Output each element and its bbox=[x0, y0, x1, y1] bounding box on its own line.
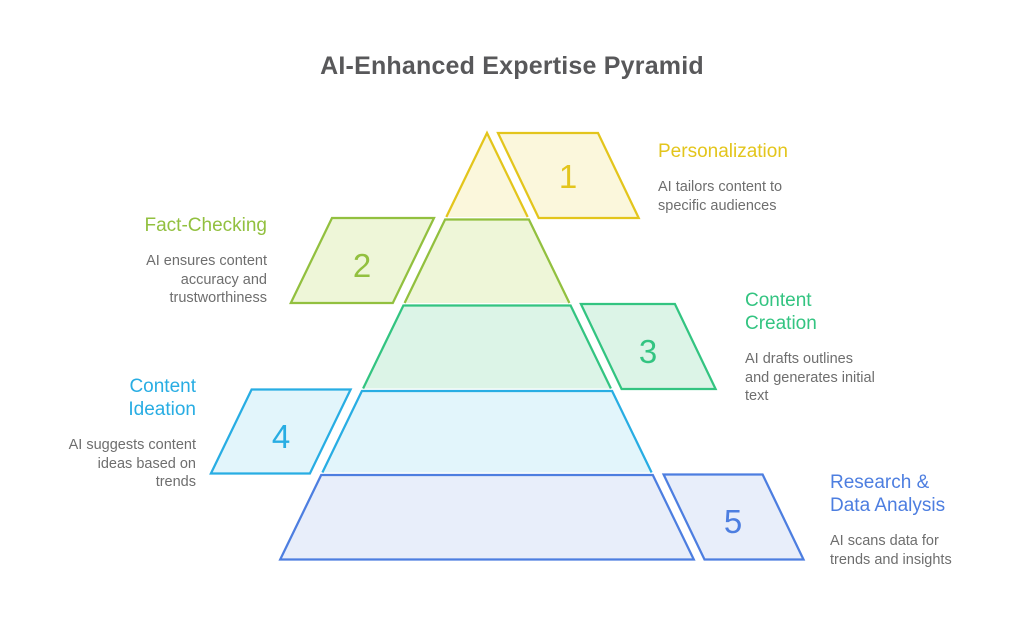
level-2-label-title: Fact-Checking bbox=[144, 215, 268, 236]
level-5-layer-shape bbox=[278, 473, 696, 561]
level-5-tab-number: 5 bbox=[724, 503, 742, 540]
level-4-layer-outline bbox=[321, 389, 653, 473]
level-1-label-description: AI tailors content to specific audiences bbox=[658, 179, 783, 214]
pyramid-level-1: 1 bbox=[445, 130, 641, 220]
pyramid-level-2: 2 bbox=[289, 216, 571, 305]
level-1-label: Personalization AI tailors content to sp… bbox=[658, 140, 828, 215]
level-3-layer-shape bbox=[363, 305, 611, 389]
level-1-label-title: Personalization bbox=[658, 141, 788, 162]
level-1-tab-number: 1 bbox=[559, 158, 577, 195]
level-2-tab-number: 2 bbox=[353, 247, 371, 284]
level-5-label-description: AI scans data for trends and insights bbox=[830, 533, 952, 568]
level-3-layer-outline bbox=[362, 304, 612, 389]
level-2-tab bbox=[289, 216, 436, 305]
level-3-label-description: AI drafts outlines and generates initial… bbox=[745, 351, 875, 404]
pyramid-level-5: 5 bbox=[278, 473, 806, 561]
level-4-label-title: Content Ideation bbox=[128, 376, 196, 420]
level-5-label-title: Research & Data Analysis bbox=[830, 472, 946, 516]
level-4-layer-shape bbox=[322, 391, 652, 473]
level-2-label-description: AI ensures content accuracy and trustwor… bbox=[146, 253, 267, 306]
level-3-tab bbox=[579, 302, 718, 391]
page-title: AI-Enhanced Expertise Pyramid bbox=[320, 52, 704, 80]
level-1-layer-shape bbox=[446, 133, 528, 217]
level-2-layer-outline bbox=[403, 218, 571, 304]
level-4-label: Content Ideation AI suggests content ide… bbox=[16, 375, 196, 492]
level-1-layer-outline bbox=[445, 130, 529, 218]
level-1-tab bbox=[496, 131, 641, 220]
level-4-tab-number: 4 bbox=[272, 418, 290, 455]
level-4-tab bbox=[209, 388, 353, 475]
level-3-label: Content Creation AI drafts outlines and … bbox=[745, 289, 905, 406]
level-3-label-title: Content Creation bbox=[745, 290, 817, 334]
level-5-label: Research & Data Analysis AI scans data f… bbox=[830, 471, 990, 569]
level-4-label-description: AI suggests content ideas based on trend… bbox=[68, 437, 196, 490]
level-3-tab-number: 3 bbox=[639, 333, 657, 370]
level-5-tab bbox=[661, 473, 806, 561]
pyramid-level-4: 4 bbox=[209, 388, 653, 475]
pyramid-level-3: 3 bbox=[362, 302, 718, 391]
level-2-layer-shape bbox=[404, 219, 570, 303]
level-2-label: Fact-Checking AI ensures content accurac… bbox=[77, 214, 268, 308]
